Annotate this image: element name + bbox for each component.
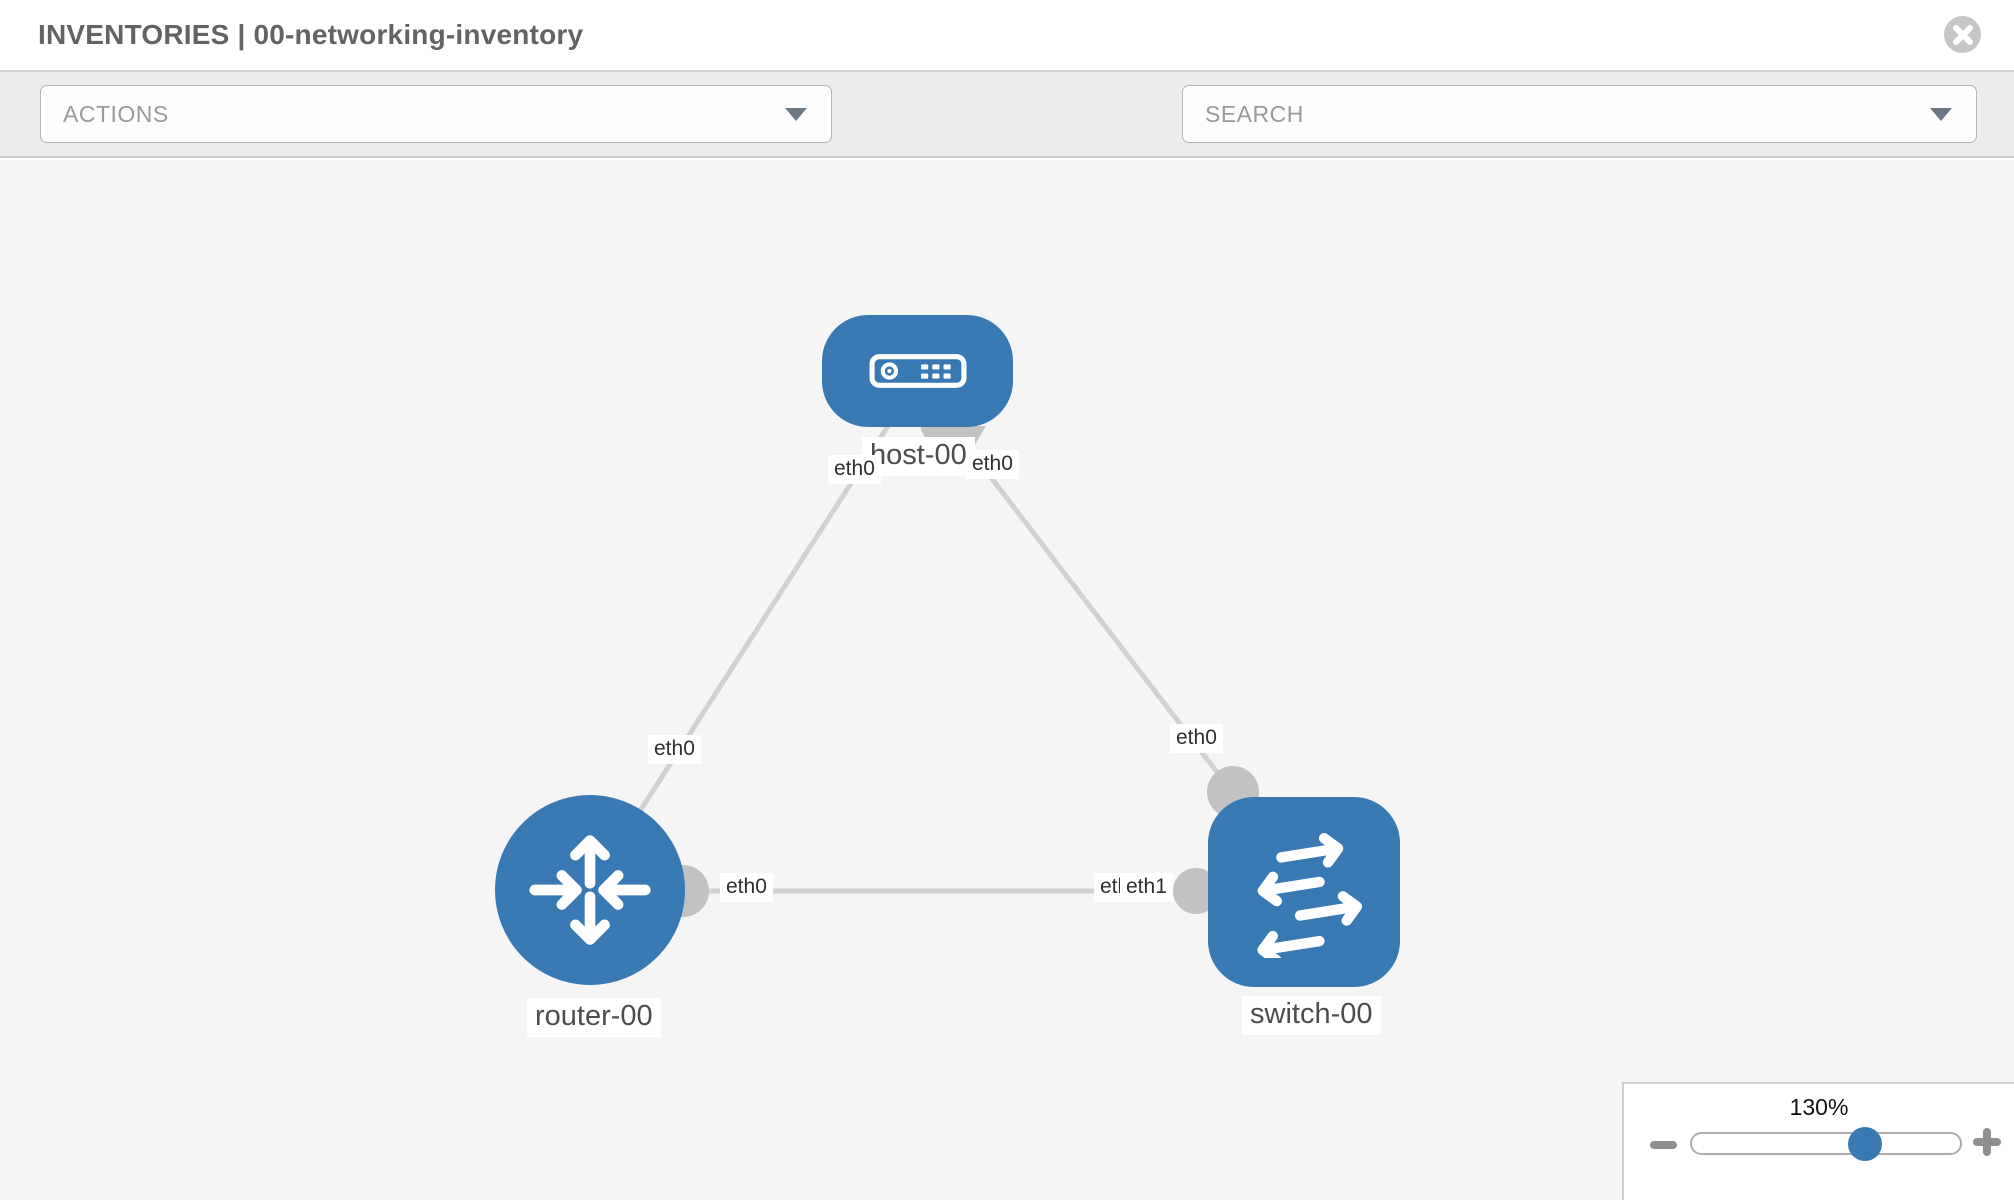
chevron-down-icon [1930, 108, 1952, 121]
toolbar: ACTIONS SEARCH [0, 72, 2014, 201]
actions-dropdown[interactable]: ACTIONS [40, 85, 832, 143]
header-bar: INVENTORIES | 00-networking-inventory [0, 0, 2014, 72]
node-router-00[interactable] [495, 795, 685, 985]
interface-label-host-eth0-left: eth0 [828, 455, 881, 484]
interface-label-router-eth0-top: eth0 [648, 735, 701, 764]
topology-canvas[interactable] [0, 160, 2014, 1200]
host-icon [869, 354, 966, 388]
search-input[interactable]: SEARCH [1205, 100, 1304, 127]
zoom-slider-knob[interactable] [1848, 1127, 1882, 1161]
interface-circle-switch-eth1 [1173, 868, 1219, 914]
node-host-00[interactable] [822, 315, 1013, 427]
zoom-out-icon[interactable] [1650, 1141, 1677, 1149]
zoom-slider-track[interactable] [1690, 1132, 1962, 1155]
actions-dropdown-label: ACTIONS [63, 100, 169, 127]
switch-icon [1257, 833, 1363, 958]
close-icon [1952, 24, 1973, 45]
router-icon [529, 835, 651, 945]
page-title: INVENTORIES | 00-networking-inventory [38, 19, 584, 50]
interface-label-router-eth0-right: eth0 [720, 873, 773, 902]
close-button[interactable] [1944, 16, 1981, 53]
node-switch-00[interactable] [1208, 797, 1400, 987]
zoom-in-icon[interactable] [1973, 1128, 2001, 1156]
node-label-switch: switch-00 [1242, 996, 1381, 1035]
search-dropdown[interactable]: SEARCH [1182, 85, 1977, 143]
interface-label-host-eth0-right: eth0 [966, 450, 1019, 479]
plus-vertical-bar [1983, 1128, 1991, 1156]
chevron-down-icon [785, 108, 807, 121]
zoom-panel: 130% [1622, 1082, 2014, 1200]
interface-label-switch-eth0-top: eth0 [1170, 724, 1223, 753]
zoom-level-text: 130% [1789, 1094, 1849, 1120]
node-label-router: router-00 [527, 998, 661, 1037]
interface-label-switch-eth1-left: eth1 [1120, 873, 1173, 902]
